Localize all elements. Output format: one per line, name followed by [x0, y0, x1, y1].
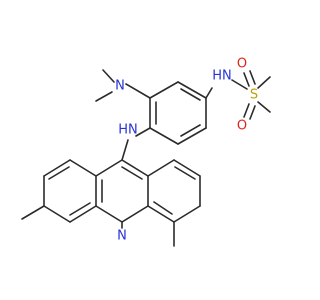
oxygen-top-label: O: [237, 57, 247, 72]
methanesulfonamide-group: [205, 70, 271, 120]
dimethylamine-nitrogen-label: N: [115, 79, 125, 94]
amine-linker: [121, 127, 151, 161]
structure-canvas: N H​N S O O H​N N: [21, 57, 271, 247]
central-benzene-ring: [149, 81, 207, 145]
sulfur-label: S: [250, 88, 258, 103]
acridine-system: [21, 159, 201, 247]
sulfonamide-nh-label: H​N: [212, 69, 232, 84]
acridine-nitrogen-label: N: [117, 229, 127, 244]
linker-nh-label: H​N: [118, 123, 138, 138]
atom-labels: N H​N S O O H​N N: [115, 57, 258, 244]
dimethylamino-group: [95, 69, 151, 102]
oxygen-bottom-label: O: [237, 119, 247, 134]
molecule-structure: N H​N S O O H​N N: [21, 57, 271, 247]
